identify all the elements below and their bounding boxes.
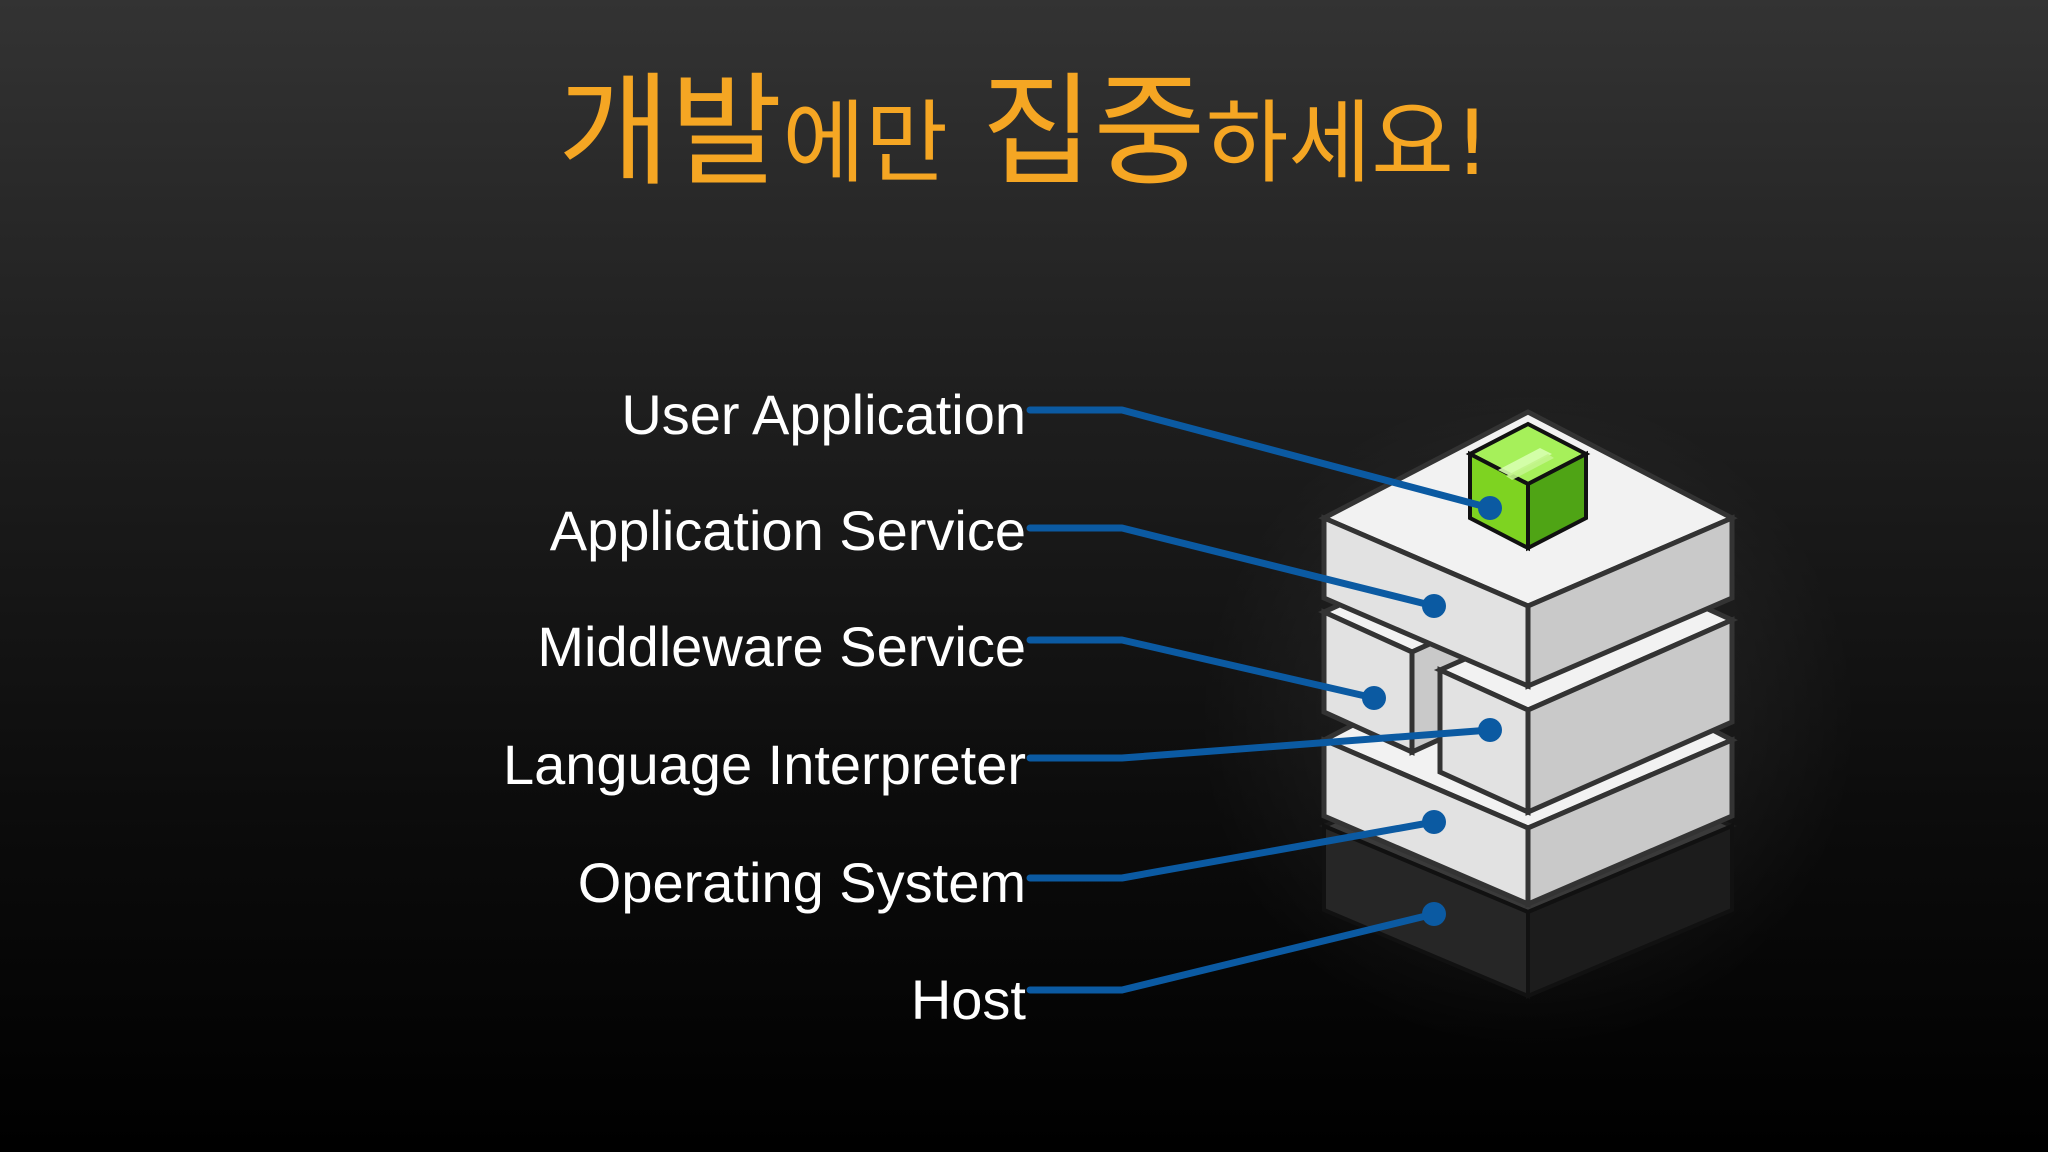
- dot-user-application: [1478, 496, 1502, 520]
- slide-title: 개발에만 집중하세요!: [0, 62, 2048, 214]
- dot-application-service: [1422, 594, 1446, 618]
- label-application-service: Application Service: [549, 499, 1026, 562]
- dot-middleware-service: [1362, 686, 1386, 710]
- label-user-application: User Application: [621, 383, 1026, 446]
- label-host: Host: [910, 968, 1026, 1031]
- title-part-4: 하세요!: [1205, 91, 1491, 196]
- connector-middleware-service: [1026, 636, 1378, 702]
- connector-lines: [1026, 406, 1494, 994]
- connector-user-application: [1026, 406, 1494, 512]
- dot-host: [1422, 902, 1446, 926]
- connector-application-service: [1026, 524, 1438, 610]
- connector-language-interpreter: [1026, 726, 1494, 762]
- title-part-1: 개발: [557, 61, 783, 203]
- dot-language-interpreter: [1478, 718, 1502, 742]
- connector-dots: [1362, 496, 1502, 926]
- label-language-interpreter: Language Interpreter: [502, 733, 1026, 796]
- user-application-cube: [1465, 421, 1591, 552]
- title-part-2: 에만: [782, 91, 949, 196]
- connector-operating-system: [1026, 818, 1438, 882]
- connector-host: [1026, 910, 1438, 994]
- label-operating-system: Operating System: [577, 851, 1026, 914]
- label-middleware-service: Middleware Service: [537, 615, 1026, 678]
- dot-operating-system: [1422, 810, 1446, 834]
- title-part-3: 집중: [981, 61, 1206, 203]
